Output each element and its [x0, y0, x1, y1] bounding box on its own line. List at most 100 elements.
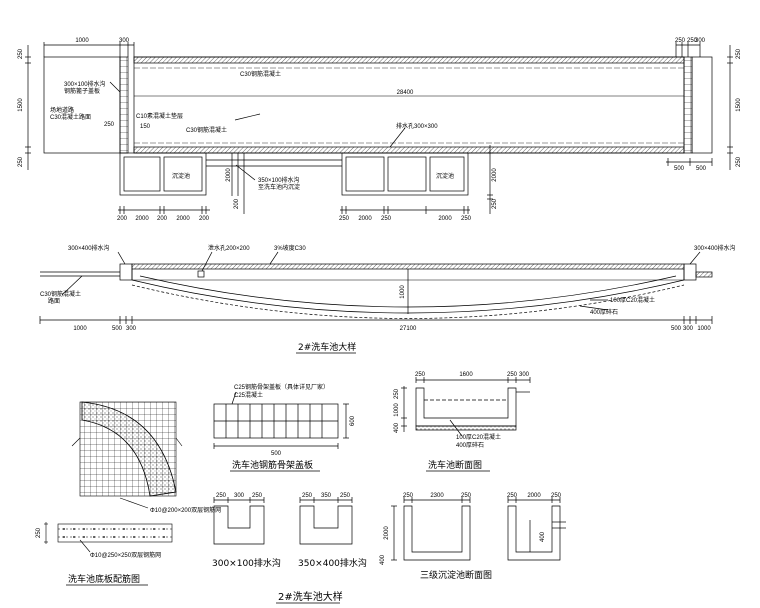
plan-dim-br-1: 2000	[358, 216, 372, 222]
plan-dim-br-0: 250	[339, 216, 350, 222]
sec-left-dim-1: 1000	[394, 403, 400, 417]
plan-view	[25, 42, 733, 214]
sec-title: 洗车池断面图	[428, 459, 482, 471]
plan-concrete-top: C30钢筋混凝土	[240, 70, 281, 78]
sec-road: C30钢筋混凝土 路面	[40, 290, 83, 305]
sec-road-l2: 路面	[48, 297, 60, 305]
sec-right-note: 300×400排水沟	[694, 244, 736, 252]
plan-dim-150: 150	[140, 124, 151, 130]
tank-dim-1: 2300	[430, 493, 444, 499]
plan-dim-br-2: 250	[381, 216, 392, 222]
plan-tank-b: 沉淀池	[436, 172, 454, 180]
plan-road-note-l1: 场地道路	[50, 106, 74, 114]
sec-top-dim-2: 250	[507, 372, 518, 378]
plan-dim-rs-1: 500	[696, 166, 707, 172]
slab-dim: 250	[36, 527, 42, 538]
d350-dim-0: 250	[302, 493, 313, 499]
plan-dim-top-0: 1000	[75, 38, 89, 44]
d300-dim-1: 300	[234, 493, 245, 499]
tank-h: 2000	[384, 526, 390, 540]
plan-drain-grate-l1: 300×100排水沟	[64, 80, 106, 88]
plan-outlet: 排水孔300×300	[396, 122, 438, 130]
sec-bottom1: 100厚C20混凝土	[610, 296, 655, 304]
sec-dim-3: 27100	[400, 326, 417, 332]
plan-dim-vm-2: 2000	[492, 168, 498, 182]
plan-dim-left-1: 1500	[18, 98, 24, 112]
rebar-note: Φ10@200×200双层钢筋网	[150, 506, 221, 514]
plan-dim-top-2: 250	[675, 38, 686, 44]
plan-dim-top-4: 300	[695, 38, 706, 44]
grate-note2: C25混凝土	[234, 391, 263, 399]
sec-mid-note: 泄水孔200×200	[208, 244, 250, 252]
plan-dim-bl-1: 2000	[135, 216, 149, 222]
plan-length: 28400	[397, 90, 414, 96]
sec-road-l1: C30钢筋混凝土	[40, 290, 81, 298]
sec-note2: 400厚碎石	[456, 441, 484, 449]
tank2-h: 400	[540, 531, 546, 542]
tank-section	[391, 497, 566, 561]
d300-dim-0: 250	[216, 493, 227, 499]
section-text: 300×400排水沟 泄水孔200×200 3%坡度C30 300×400排水沟…	[40, 244, 736, 354]
drain-300-detail	[213, 497, 265, 545]
plan-drain-grate-l2: 钢筋篦子盖板	[64, 87, 100, 95]
plan-tank-a: 沉淀池	[172, 172, 190, 180]
plan-road-note: 场地道路 C30混凝土路面	[50, 106, 91, 121]
plan-dim-vm-3: 250	[492, 198, 498, 209]
sec-left-dim-0: 250	[394, 388, 400, 399]
d350-dim-1: 350	[321, 493, 332, 499]
d350-h: 400	[380, 554, 386, 565]
tank-dim-2: 250	[461, 493, 472, 499]
sec-left-note: 300×400排水沟	[68, 244, 110, 252]
plan-dim-250: 250	[104, 122, 115, 128]
pool-cross-section	[401, 377, 531, 437]
plan-drain-350-l2: 至洗车池内沉淀	[258, 183, 300, 191]
tank-dim-0: 250	[403, 493, 414, 499]
grate-dim-w: 500	[271, 451, 282, 457]
d350-title: 350×400排水沟	[298, 557, 367, 569]
tank2-dim-2: 250	[551, 493, 562, 499]
plan-dim-top-1: 300	[119, 38, 130, 44]
sec-slope-note: 3%坡度C30	[274, 244, 306, 252]
sec-dim-2: 300	[126, 326, 137, 332]
plan-dim-bl-3: 2000	[176, 216, 190, 222]
bottom-title: 2#洗车池大样	[278, 590, 343, 603]
plan-drain-grate: 300×100排水沟 钢筋篦子盖板	[64, 80, 107, 95]
grate-note1: C25钢筋骨架盖板（具体详见厂家）	[234, 383, 329, 391]
plan-dim-right-1: 1500	[736, 98, 742, 112]
sec-top-dim-1: 1600	[459, 372, 473, 378]
plan-dim-left-2: 250	[18, 156, 24, 167]
tank-title: 三级沉淀池断面图	[420, 569, 492, 581]
sec-dim-5: 300	[683, 326, 694, 332]
slab-section	[44, 522, 173, 553]
sec-bottom2: 400厚碎石	[590, 308, 618, 316]
plan-dim-left-0: 250	[18, 48, 24, 59]
plan-concrete-side: C30钢筋混凝土	[186, 126, 227, 134]
longitudinal-section	[39, 251, 713, 324]
slab-note: Φ10@250×250双层钢筋网	[90, 551, 161, 559]
plan-dim-br-4: 250	[461, 216, 472, 222]
sec-dim-4: 500	[671, 326, 682, 332]
sec-left-dim-2: 400	[394, 422, 400, 433]
drain-350-detail	[299, 497, 353, 545]
sec-top-dim-3: 300	[519, 372, 530, 378]
plan-text: 1000 300 250 250 300 250 1500 250 250 15…	[18, 38, 742, 222]
d300-dim-2: 250	[252, 493, 263, 499]
plan-dim-right-0: 250	[736, 48, 742, 59]
plan-drain-350: 350×100排水沟 至洗车池内沉淀	[258, 176, 301, 191]
tank2-dim-1: 2000	[527, 493, 541, 499]
sec-top-dim-0: 250	[415, 372, 426, 378]
d300-title: 300×100排水沟	[212, 557, 281, 569]
rebar-title: 洗车池底板配筋图	[68, 573, 140, 585]
plan-drain-350-l1: 350×100排水沟	[258, 176, 300, 184]
plan-dim-right-2: 250	[736, 156, 742, 167]
plan-dim-br-3: 2000	[438, 216, 452, 222]
rebar-detail	[71, 401, 183, 509]
plan-dim-bl-0: 200	[117, 216, 128, 222]
sec-dim-6: 1000	[697, 326, 711, 332]
d350-dim-2: 250	[340, 493, 351, 499]
plan-dim-top-3: 250	[687, 38, 698, 44]
grate-detail	[213, 391, 349, 449]
sec-dim-1: 500	[112, 326, 123, 332]
grate-dim-h: 600	[350, 415, 356, 426]
